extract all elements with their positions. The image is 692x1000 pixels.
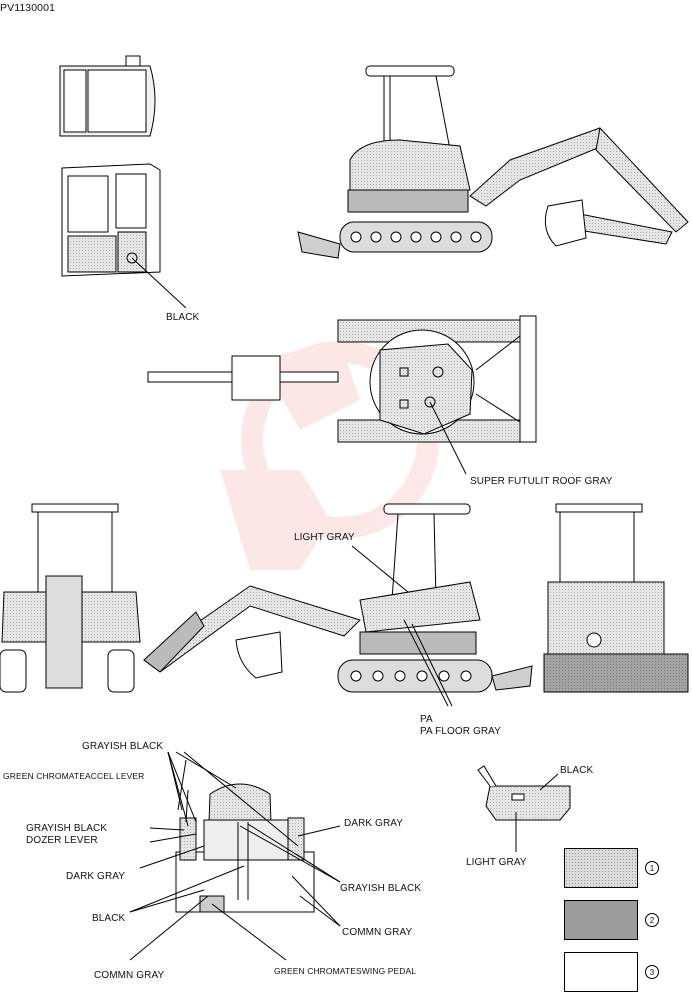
label-green-swing-pedal: GREEN CHROMATESWING PEDAL <box>274 966 417 976</box>
label-light-gray: LIGHT GRAY <box>294 532 355 543</box>
label-pa: PA <box>420 714 433 725</box>
legend-swatch-1 <box>564 848 638 888</box>
lever-detail <box>477 765 571 852</box>
excavator-long-side-view <box>143 503 533 707</box>
legend-swatch-2 <box>564 900 638 940</box>
label-green-accel-lever: GREEN CHROMATEACCEL LEVER <box>3 771 145 781</box>
legend-number-1: 1 <box>645 861 659 875</box>
excavator-side-view <box>297 65 689 259</box>
cab-side-view <box>61 163 187 309</box>
legend-number-3: 3 <box>645 965 659 979</box>
label-commn-gray-right: COMMN GRAY <box>342 927 413 938</box>
label-black-lever: BLACK <box>560 765 594 776</box>
excavator-rear-view <box>0 503 141 693</box>
label-pa-floor-gray: PA FLOOR GRAY <box>420 726 501 737</box>
excavator-top-view <box>147 315 537 475</box>
label-dark-gray-left: DARK GRAY <box>66 871 126 882</box>
label-light-gray-lever: LIGHT GRAY <box>466 857 527 868</box>
operator-seat-view <box>129 751 341 961</box>
label-black-left: BLACK <box>92 913 126 924</box>
label-black-cab: BLACK <box>166 312 200 323</box>
label-commn-gray-left: COMMN GRAY <box>94 970 165 981</box>
legend-number-2: 2 <box>645 913 659 927</box>
cab-top-view <box>59 55 156 137</box>
legend-swatch-3 <box>564 952 638 992</box>
label-grayish-black-top: GRAYISH BLACK <box>82 741 164 752</box>
label-dark-gray-right: DARK GRAY <box>344 818 404 829</box>
label-grayish-black-right: GRAYISH BLACK <box>340 883 422 894</box>
document-code: PV1130001 <box>0 2 56 14</box>
label-grayish-black-dozer: GRAYISH BLACK <box>26 823 108 834</box>
excavator-front-view <box>543 503 689 693</box>
label-dozer-lever: DOZER LEVER <box>26 835 98 846</box>
label-roof-gray: SUPER FUTULIT ROOF GRAY <box>470 476 613 487</box>
